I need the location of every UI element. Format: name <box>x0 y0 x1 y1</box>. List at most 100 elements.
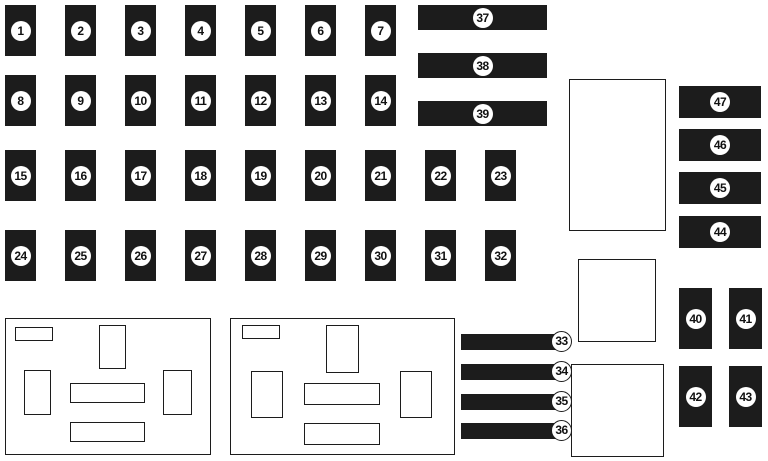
fuse-number: 43 <box>735 386 756 407</box>
fuse-44: 44 <box>679 216 761 248</box>
relay-terminal <box>400 371 432 418</box>
fuse-45: 45 <box>679 172 761 204</box>
fuse-number: 2 <box>70 20 91 41</box>
relay-terminal <box>70 383 145 403</box>
fuse-number: 37 <box>472 7 493 28</box>
fuse-number: 42 <box>685 386 706 407</box>
fuse-28: 28 <box>245 230 276 281</box>
fuse-4: 4 <box>185 5 216 56</box>
fuse-number: 6 <box>310 20 331 41</box>
fuse-29: 29 <box>305 230 336 281</box>
fuse-26: 26 <box>125 230 156 281</box>
fuse-number: 45 <box>710 178 730 198</box>
fuse-20: 20 <box>305 150 336 201</box>
relay-large <box>569 79 666 231</box>
fuse-number: 5 <box>250 20 271 41</box>
fuse-2: 2 <box>65 5 96 56</box>
relay-terminal <box>163 370 192 415</box>
fuse-number: 24 <box>10 245 31 266</box>
relay-lower <box>571 364 664 457</box>
fuse-41: 41 <box>729 288 762 349</box>
fuse-number: 17 <box>130 165 151 186</box>
fuse-number: 20 <box>310 165 331 186</box>
fuse-number: 9 <box>70 90 91 111</box>
fuse-24: 24 <box>5 230 36 281</box>
fuse-number: 26 <box>130 245 151 266</box>
fuse-10: 10 <box>125 75 156 126</box>
fuse-number: 27 <box>190 245 211 266</box>
fuse-number: 21 <box>370 165 391 186</box>
fuse-3: 3 <box>125 5 156 56</box>
relay-medium <box>578 259 656 342</box>
fuse-number: 29 <box>310 245 331 266</box>
fuse-40: 40 <box>679 288 712 349</box>
fuse-number: 14 <box>370 90 391 111</box>
fuse-46: 46 <box>679 129 761 161</box>
fuse-number: 46 <box>710 135 730 155</box>
fuse-22: 22 <box>425 150 456 201</box>
fuse-36 <box>461 423 556 439</box>
fuse-33-number: 33 <box>551 331 572 352</box>
fuse-number: 31 <box>430 245 451 266</box>
relay-terminal <box>304 383 380 405</box>
relay-block-left <box>5 318 211 455</box>
fuse-19: 19 <box>245 150 276 201</box>
fuse-34 <box>461 364 556 380</box>
fuse-number: 39 <box>472 103 493 124</box>
fuse-30: 30 <box>365 230 396 281</box>
fuse-33 <box>461 334 556 350</box>
fuse-7: 7 <box>365 5 396 56</box>
fuse-number: 25 <box>70 245 91 266</box>
fuse-number: 40 <box>685 308 706 329</box>
fuse-5: 5 <box>245 5 276 56</box>
fuse-15: 15 <box>5 150 36 201</box>
relay-terminal <box>326 325 359 373</box>
fuse-35 <box>461 394 556 410</box>
fuse-39: 39 <box>418 101 547 126</box>
fuse-9: 9 <box>65 75 96 126</box>
fuse-37: 37 <box>418 5 547 30</box>
fuse-number: 41 <box>735 308 756 329</box>
relay-terminal <box>99 325 126 369</box>
fuse-number: 12 <box>250 90 271 111</box>
fuse-43: 43 <box>729 366 762 427</box>
fuse-38: 38 <box>418 53 547 78</box>
fuse-17: 17 <box>125 150 156 201</box>
fuse-13: 13 <box>305 75 336 126</box>
relay-terminal <box>15 327 53 341</box>
fuse-number: 44 <box>710 222 730 242</box>
fuse-number: 16 <box>70 165 91 186</box>
relay-block-right <box>230 318 455 455</box>
fuse-number: 32 <box>490 245 511 266</box>
fuse-number: 7 <box>370 20 391 41</box>
fuse-8: 8 <box>5 75 36 126</box>
fuse-47: 47 <box>679 86 761 118</box>
fuse-number: 1 <box>10 20 31 41</box>
fuse-number: 3 <box>130 20 151 41</box>
fuse-23: 23 <box>485 150 516 201</box>
fuse-6: 6 <box>305 5 336 56</box>
fuse-42: 42 <box>679 366 712 427</box>
fuse-1: 1 <box>5 5 36 56</box>
fuse-35-number: 35 <box>551 391 572 412</box>
fuse-25: 25 <box>65 230 96 281</box>
fuse-18: 18 <box>185 150 216 201</box>
relay-terminal <box>304 423 380 445</box>
fuse-number: 47 <box>710 92 730 112</box>
fuse-number: 23 <box>490 165 511 186</box>
fuse-16: 16 <box>65 150 96 201</box>
relay-terminal <box>242 325 280 339</box>
fuse-number: 15 <box>10 165 31 186</box>
relay-terminal <box>251 371 283 418</box>
fuse-number: 11 <box>190 90 211 111</box>
fuse-number: 28 <box>250 245 271 266</box>
fuse-32: 32 <box>485 230 516 281</box>
relay-terminal <box>24 370 51 415</box>
fuse-14: 14 <box>365 75 396 126</box>
fuse-number: 19 <box>250 165 271 186</box>
fuse-34-number: 34 <box>551 361 572 382</box>
fuse-21: 21 <box>365 150 396 201</box>
fuse-12: 12 <box>245 75 276 126</box>
fuse-number: 10 <box>130 90 151 111</box>
fuse-31: 31 <box>425 230 456 281</box>
